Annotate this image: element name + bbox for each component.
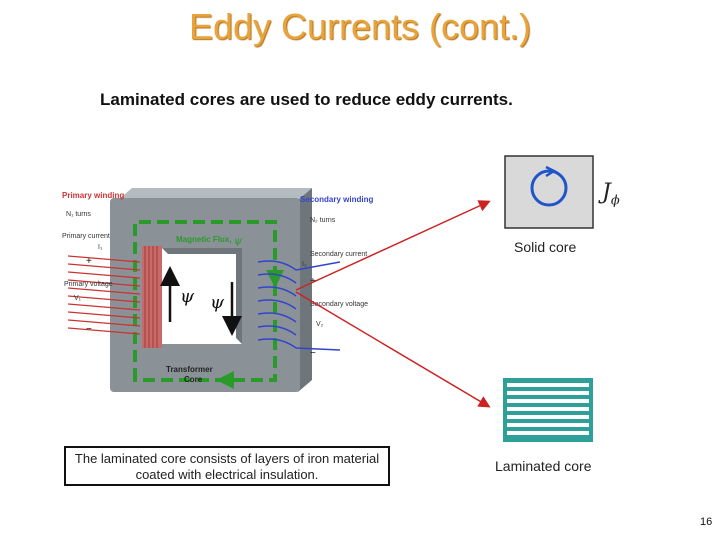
core-laminations (142, 246, 162, 348)
primary-current-label: Primary current (62, 233, 110, 240)
pointer-to-laminated-core (295, 291, 491, 408)
page-title: Eddy Currents (cont.) (188, 6, 532, 47)
secondary-current-label: Secondary current (310, 251, 367, 258)
page-subtitle: Laminated cores are used to reduce eddy … (100, 90, 513, 109)
laminated-core-label: Laminated core (495, 458, 592, 474)
primary-voltage-label: Primary voltage (64, 281, 113, 288)
eddy-current-loop-icon (530, 169, 568, 207)
psi-symbol: ψ (180, 286, 195, 307)
secondary-winding-label: Secondary winding (300, 195, 373, 204)
transformer-core (110, 188, 312, 392)
laminated-core-block (503, 378, 593, 442)
secondary-voltage-label: Secondary voltage (310, 301, 368, 308)
primary-current-symbol: I₁ (98, 244, 103, 251)
primary-winding-coils (67, 255, 141, 335)
primary-minus-sign: − (86, 324, 92, 335)
secondary-turns-label: N₂ turns (310, 217, 336, 224)
solid-core-label: Solid core (514, 239, 577, 255)
secondary-current-symbol: I₂ (302, 261, 307, 268)
primary-winding-label: Primary winding (62, 191, 124, 200)
lamination-caption: The laminated core consists of layers of… (64, 446, 390, 486)
page-number: 16 (700, 516, 713, 528)
magnetic-flux-path (133, 220, 277, 382)
primary-turns-label: N₁ turns (66, 211, 91, 218)
solid-core-block (504, 155, 594, 229)
secondary-voltage-symbol: V₂ (316, 321, 324, 328)
core-label-line2: Core (184, 375, 203, 384)
pointer-to-solid-core (295, 200, 491, 291)
magnetic-flux-label: Magnetic Flux, (176, 235, 232, 244)
core-label-line1: Transformer (166, 365, 213, 374)
current-density-symbol: Jϕ (602, 180, 620, 209)
loop-arrow-icon (545, 165, 557, 178)
primary-voltage-symbol: V₁ (74, 295, 82, 302)
primary-plus-sign: + (86, 256, 92, 267)
psi-symbol: ψ (210, 292, 225, 313)
secondary-winding-coils (257, 260, 341, 351)
magnetic-flux-psi: ψ (234, 236, 242, 247)
secondary-minus-sign: − (310, 348, 316, 359)
